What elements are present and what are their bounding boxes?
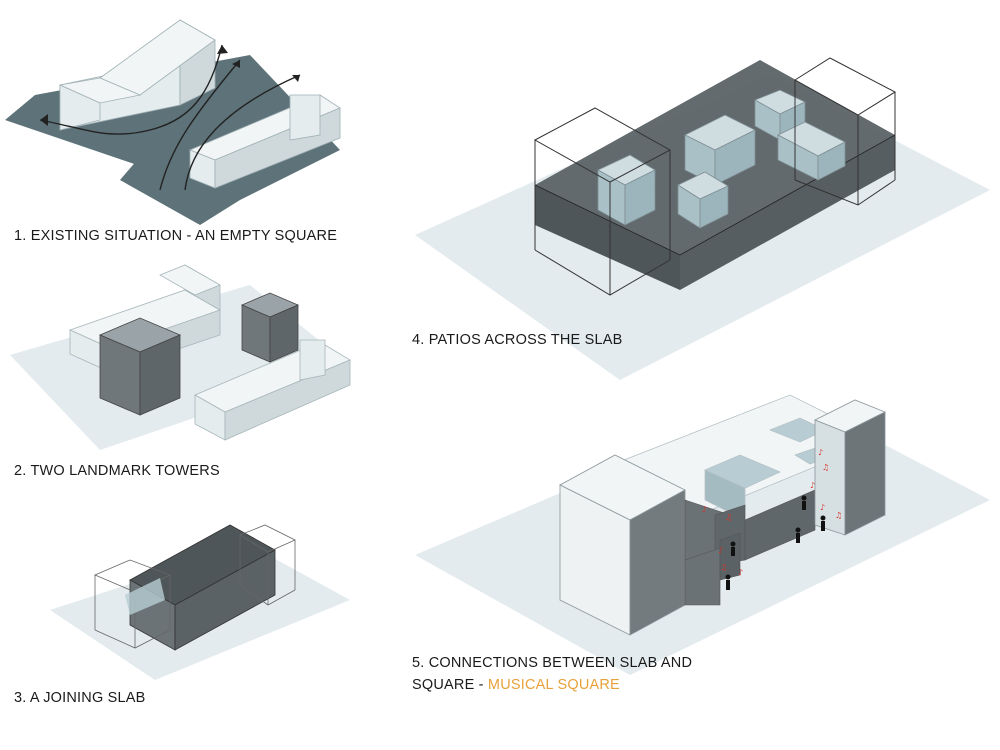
existing-building-left — [58, 19, 216, 131]
pedestrian-flow-arrows — [39, 44, 301, 191]
svg-text:♫: ♫ — [725, 513, 732, 522]
caption-step-4: 4. PATIOS ACROSS THE SLAB — [412, 332, 623, 348]
caption-step-5-accent: MUSICAL SQUARE — [487, 677, 620, 693]
tower-block-right — [814, 399, 886, 536]
tower-outline-right — [239, 524, 296, 606]
step-4-diagram — [415, 57, 990, 380]
svg-text:♪: ♪ — [718, 546, 723, 555]
caption-step-3: 3. A JOINING SLAB — [14, 690, 146, 706]
svg-text:♪: ♪ — [820, 503, 825, 512]
existing-building-right — [188, 94, 341, 189]
caption-step-5-line-1: 5. CONNECTIONS BETWEEN SLAB AND — [412, 655, 693, 671]
step-2-diagram — [10, 264, 351, 450]
existing-building-right — [194, 339, 351, 441]
music-notes: ♪ ♫ ♪ ♫ ♪ ♪ ♫ ♪ ♫ ♪ — [702, 448, 842, 577]
svg-text:♪: ♪ — [702, 505, 707, 514]
caption-step-5: 5. CONNECTIONS BETWEEN SLAB AND SQUARE -… — [412, 652, 692, 696]
caption-step-1: 1. EXISTING SITUATION - AN EMPTY SQUARE — [14, 228, 338, 244]
tower-block-left — [559, 454, 686, 636]
tower-outline-left — [93, 559, 172, 649]
step-3-diagram — [50, 524, 350, 680]
step-1-diagram — [5, 19, 341, 225]
square-ground-extension — [120, 145, 240, 225]
landmark-tower-left — [98, 317, 182, 416]
svg-text:♫: ♫ — [720, 563, 727, 572]
svg-text:♪: ♪ — [810, 481, 815, 490]
people-silhouettes — [725, 495, 826, 590]
svg-text:♫: ♫ — [822, 463, 829, 472]
caption-step-2: 2. TWO LANDMARK TOWERS — [14, 463, 220, 479]
patios — [597, 89, 846, 229]
tower-frame-right — [794, 57, 897, 206]
svg-text:♪: ♪ — [738, 568, 743, 577]
svg-text:♪: ♪ — [818, 448, 823, 457]
caption-step-5-prefix: SQUARE - — [412, 677, 488, 693]
landmark-tower-right — [240, 292, 300, 363]
svg-text:♫: ♫ — [835, 511, 842, 520]
slab-walls — [684, 489, 816, 606]
step-5-diagram: ♪ ♫ ♪ ♫ ♪ ♪ ♫ ♪ ♫ ♪ — [415, 394, 990, 675]
tower-frame-left — [533, 107, 672, 296]
caption-step-5-line-2: SQUARE - MUSICAL SQUARE — [412, 674, 692, 696]
